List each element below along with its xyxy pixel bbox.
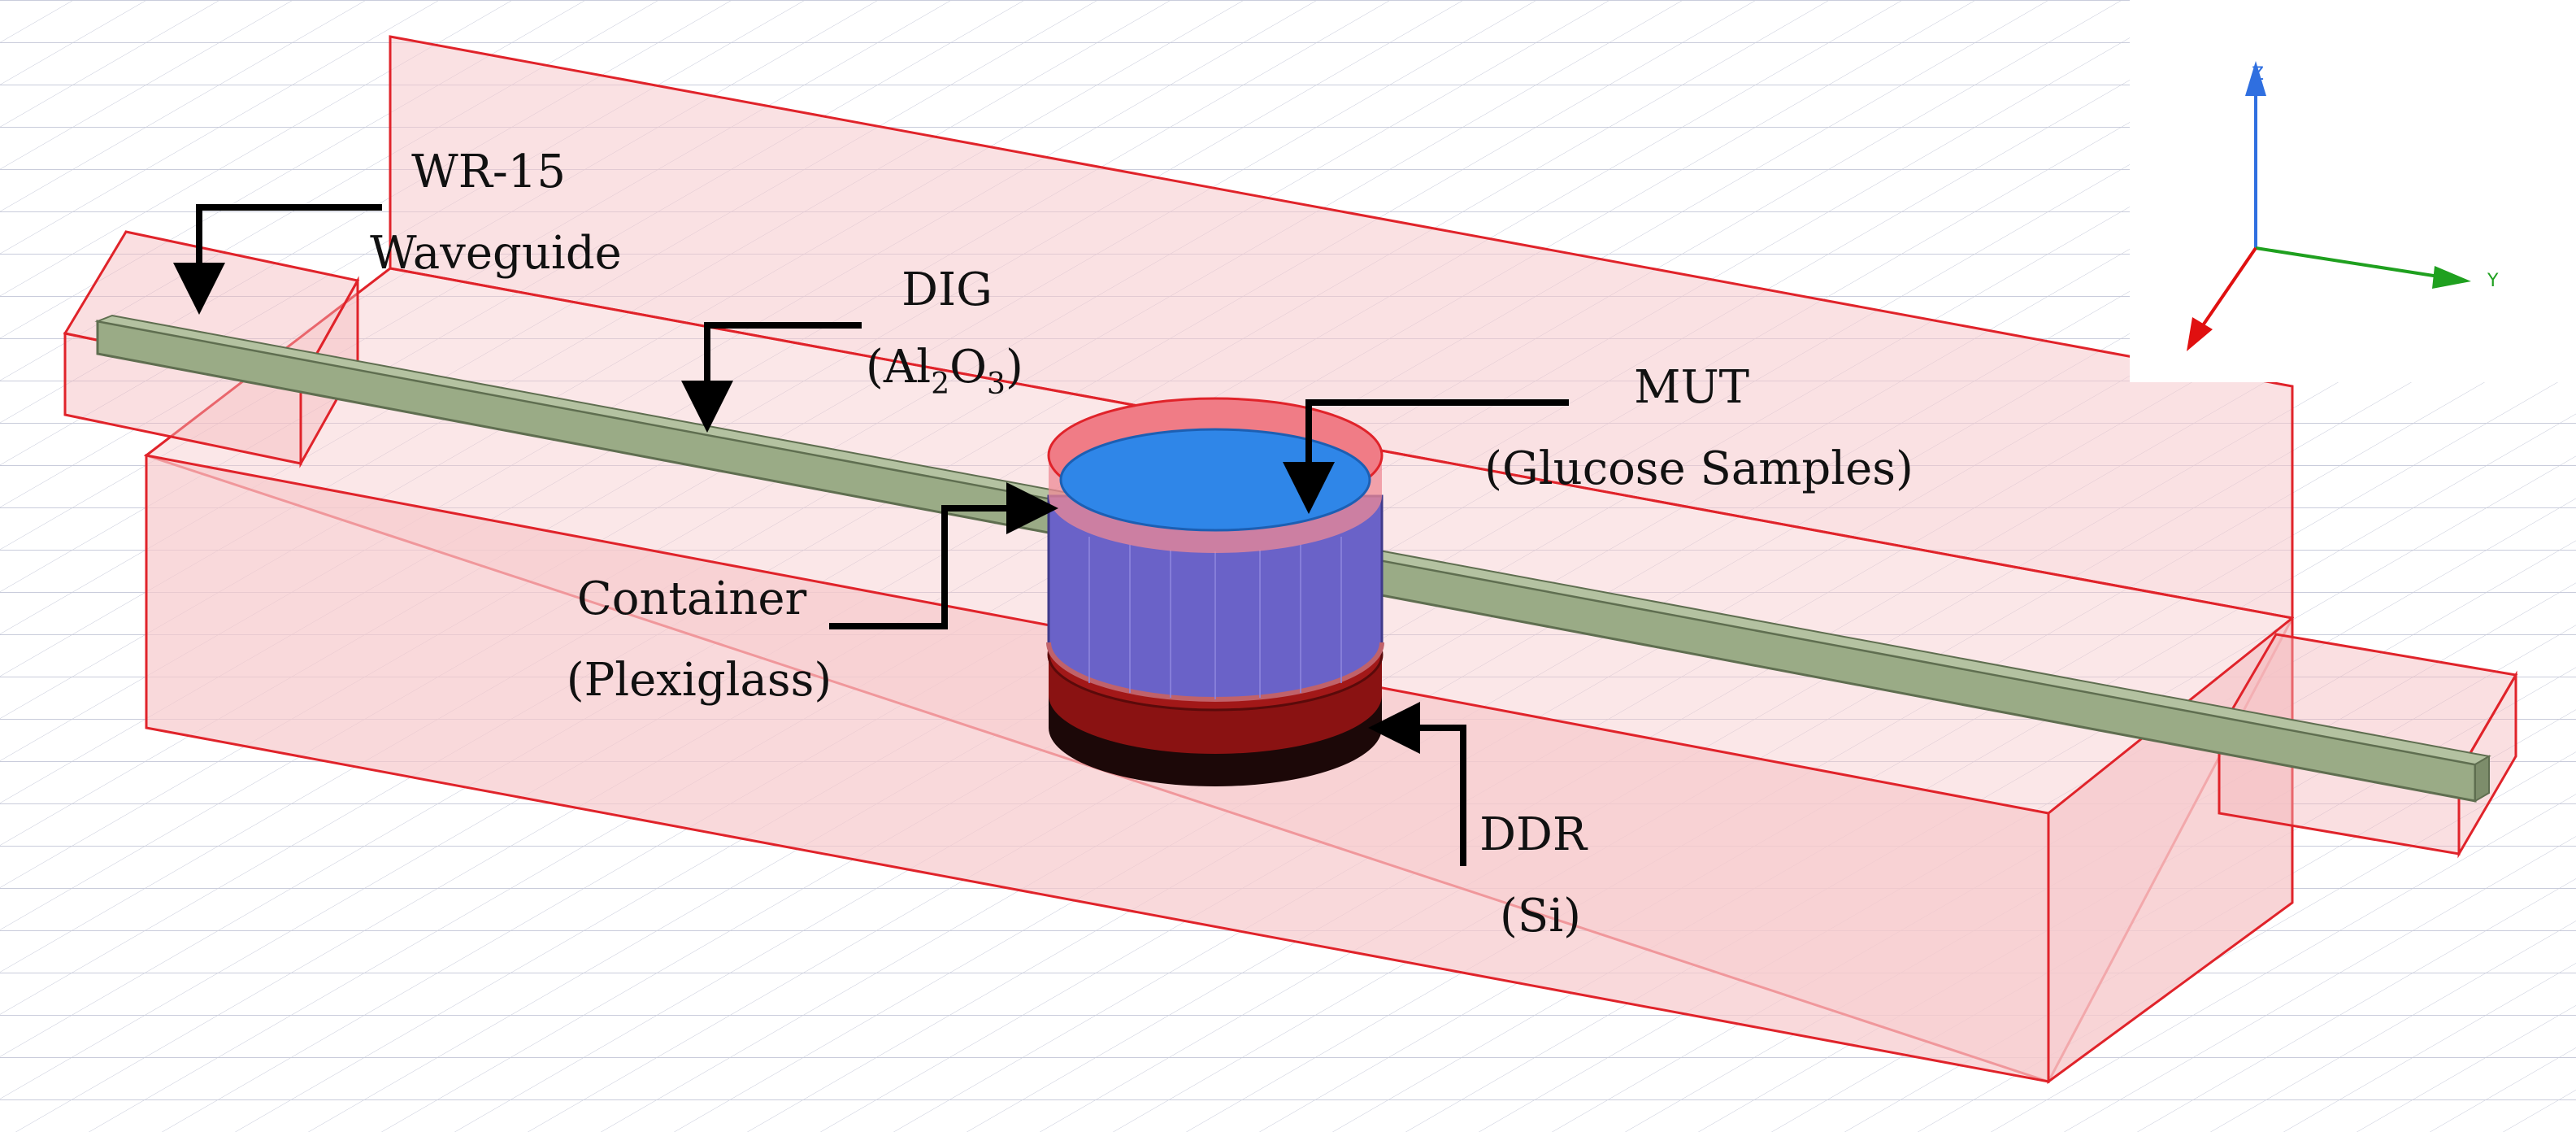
mut-arrow [1283, 399, 1569, 514]
waveguide-arrow [173, 204, 382, 315]
ddr-label: DDR (Si) [1479, 808, 1601, 943]
dig-label-line1: DIG [901, 263, 993, 316]
container-arrow [829, 482, 1058, 629]
axis-triad: Z Y [2130, 0, 2576, 382]
z-axis-label: Z [2252, 64, 2264, 85]
mut-label: MUT (Glucose Samples) [1484, 361, 1914, 495]
x-axis-line [2201, 246, 2257, 327]
z-axis-arrowhead [2245, 61, 2266, 96]
y-axis-label: Y [2487, 271, 2499, 291]
dig-label-line2: (Al2O3) [866, 341, 1023, 401]
container-label: Container (Plexiglass) [567, 573, 832, 707]
leader-arrows [173, 204, 1569, 866]
dig-arrow [681, 322, 862, 433]
waveguide-label: WR-15 Waveguide [370, 146, 622, 280]
ddr-arrow [1368, 702, 1466, 866]
y-axis-arrowhead [2432, 266, 2471, 289]
axis-triad-background [2130, 0, 2576, 382]
y-axis-line [2255, 246, 2439, 278]
mut-glucose-sample [1059, 428, 1371, 532]
x-axis-arrowhead [2187, 317, 2213, 351]
